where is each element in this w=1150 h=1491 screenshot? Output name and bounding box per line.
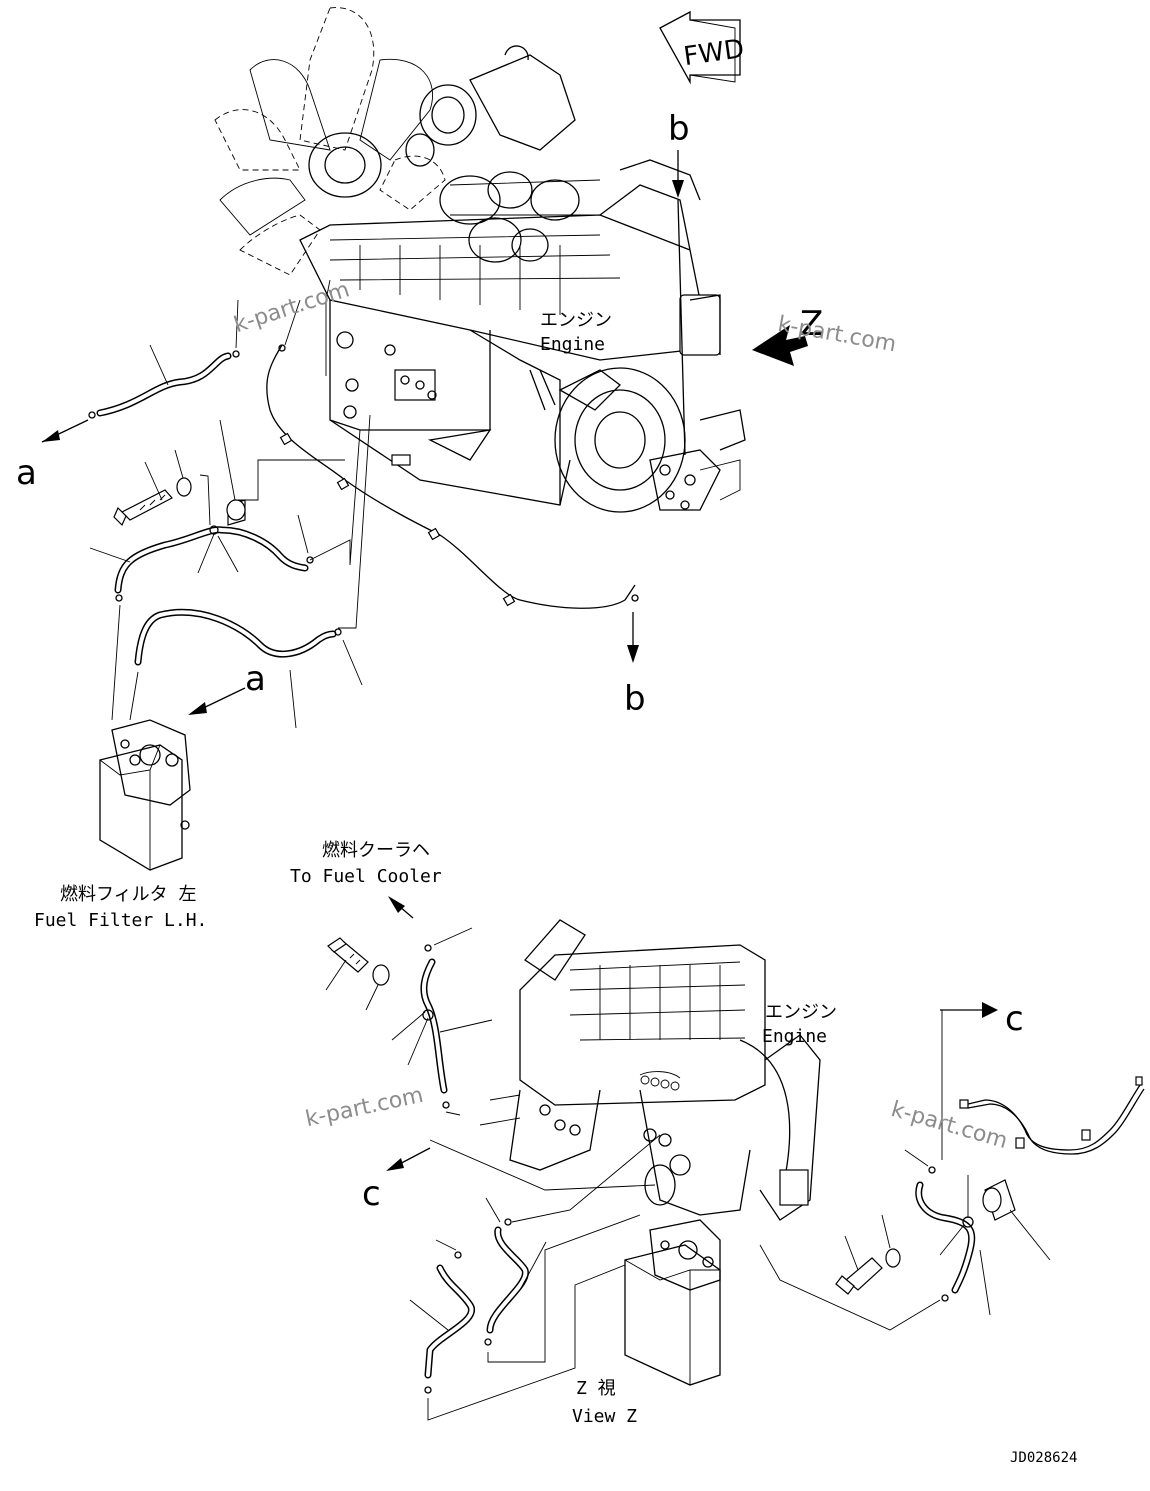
fuel-filter-lh: 燃料フィルタ 左 Fuel Filter L.H. bbox=[34, 719, 207, 931]
engine-label-bottom-en: Engine bbox=[762, 1026, 827, 1047]
washer-bottom bbox=[372, 964, 390, 986]
watermark-3: k-part.com bbox=[303, 1083, 425, 1132]
ref-b-top: b bbox=[668, 109, 690, 149]
ref-a-left: a bbox=[16, 453, 37, 493]
ref-a-filter: a bbox=[245, 659, 266, 699]
arrow-b-top: b bbox=[668, 109, 690, 456]
view-z-assembly: 燃料クーラヘ To Fuel Cooler bbox=[290, 840, 1145, 1427]
banjo-bolt-right bbox=[835, 1235, 883, 1295]
washer-right bbox=[885, 1248, 901, 1268]
banjo-bolt-top bbox=[113, 461, 173, 527]
view-z-label-en: View Z bbox=[572, 1406, 637, 1427]
fuel-filter-view-z bbox=[624, 1219, 721, 1386]
spacer-top bbox=[219, 419, 246, 526]
fwd-direction-marker: FWD bbox=[659, 10, 746, 85]
drawing-number: JD028624 bbox=[1010, 1450, 1077, 1466]
engine-block bbox=[299, 159, 746, 513]
washer-top bbox=[176, 477, 192, 497]
engine-bottom bbox=[479, 919, 821, 1221]
view-z-label-jp: Z 視 bbox=[576, 1378, 616, 1399]
spacer-bottom bbox=[982, 1179, 1051, 1261]
engine-label-top-en: Engine bbox=[540, 334, 605, 355]
engine-front-pulleys bbox=[405, 45, 601, 263]
engine-label-bottom-jp: エンジン bbox=[765, 1002, 837, 1023]
ref-z: Z bbox=[800, 304, 823, 344]
ref-b-bottom: b bbox=[624, 679, 646, 719]
arrow-z: Z bbox=[752, 304, 823, 366]
ref-c-left: c bbox=[362, 1174, 381, 1214]
fuel-filter-label-jp: 燃料フィルタ 左 bbox=[60, 884, 196, 905]
ref-c-right: c bbox=[1005, 999, 1024, 1039]
fwd-label: FWD bbox=[682, 34, 746, 72]
fuel-cooler-label-en: To Fuel Cooler bbox=[290, 866, 442, 887]
fuel-cooler-label-jp: 燃料クーラヘ bbox=[322, 840, 430, 861]
engine-top: FWD b Z エンジン Engine bbox=[214, 7, 823, 513]
banjo-bolt-bottom bbox=[325, 937, 369, 991]
watermark-4: k-part.com bbox=[888, 1097, 1010, 1154]
cooling-fan bbox=[214, 7, 446, 276]
watermark-2: k-part.com bbox=[231, 277, 353, 338]
top-fuel-lines: a b bbox=[16, 279, 646, 729]
fuel-filter-label-en: Fuel Filter L.H. bbox=[34, 910, 207, 931]
engine-label-top-jp: エンジン bbox=[540, 310, 612, 331]
